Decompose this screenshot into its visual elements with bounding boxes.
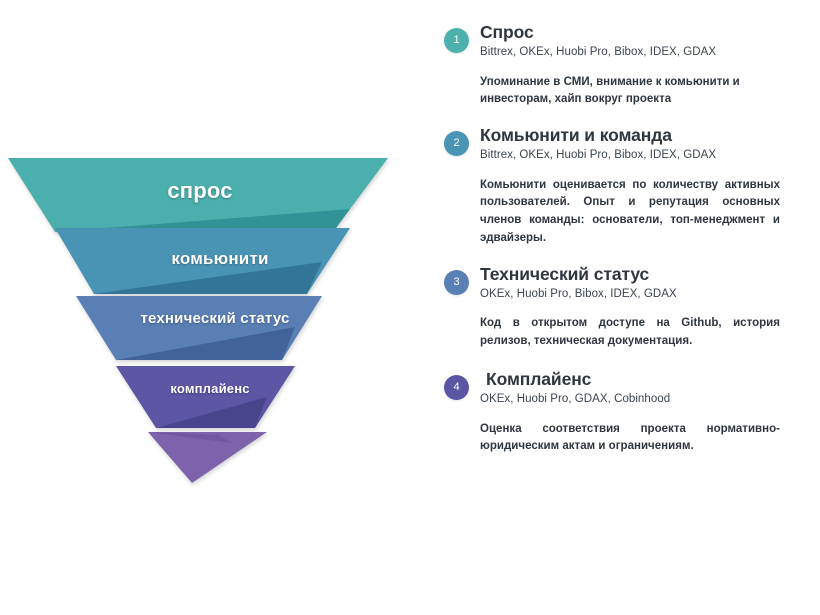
funnel-segment-5[interactable] [148,432,267,483]
funnel-segment-1-fold [55,209,350,232]
funnel-diagram: спрос комьюнити технический статус компл… [8,158,388,483]
funnel-segment-4[interactable] [116,366,295,428]
list-item: 4 Комплайенс OKEx, Huobi Pro, GDAX, Cobi… [444,369,804,456]
funnel-segment-2-fold [94,262,322,294]
item-description: Оценка соответствия проекта нормативно-ю… [480,422,780,453]
item-title: Спрос [480,22,534,42]
item-description: Комьюнити оценивается по количеству акти… [480,178,780,245]
funnel-segment-1[interactable] [8,158,388,232]
funnel-svg [8,158,388,483]
funnel-segment-5-fold [148,432,232,443]
item-number-badge: 3 [444,269,469,295]
item-title: Комьюнити и команда [480,125,672,146]
item-exchanges: OKEx, Huobi Pro, GDAX, Cobinhood [480,393,671,406]
funnel-segment-3-fold [116,327,295,360]
list-item: 2 Комьюнити и команда Bittrex, OKEx, Huo… [444,125,804,248]
item-number-badge: 1 [444,28,469,53]
funnel-segment-2[interactable] [55,228,350,294]
list-item: 3 Технический статус OKEx, Huobi Pro, Bi… [444,264,804,351]
item-exchanges: Bittrex, OKEx, Huobi Pro, Bibox, IDEX, G… [480,46,717,58]
item-description: Код в открытом доступе на Github, истори… [480,317,780,348]
list-item: 1 Спрос Bittrex, OKEx, Huobi Pro, Bibox,… [444,22,804,109]
item-number-badge: 4 [444,375,469,401]
item-exchanges: Bittrex, OKEx, Huobi Pro, Bibox, IDEX, G… [480,149,717,162]
funnel-segment-3[interactable] [76,296,322,360]
funnel-segment-5-body [148,432,267,483]
items-list: 1 Спрос Bittrex, OKEx, Huobi Pro, Bibox,… [444,22,804,456]
item-exchanges: OKEx, Huobi Pro, Bibox, IDEX, GDAX [480,287,677,300]
item-number-badge: 2 [444,131,469,157]
item-title: Комплайенс [486,369,592,390]
item-title: Технический статус [480,263,650,284]
funnel-segment-4-fold [156,397,267,428]
item-description: Упоминание в СМИ, внимание к комьюнити и… [480,75,740,106]
